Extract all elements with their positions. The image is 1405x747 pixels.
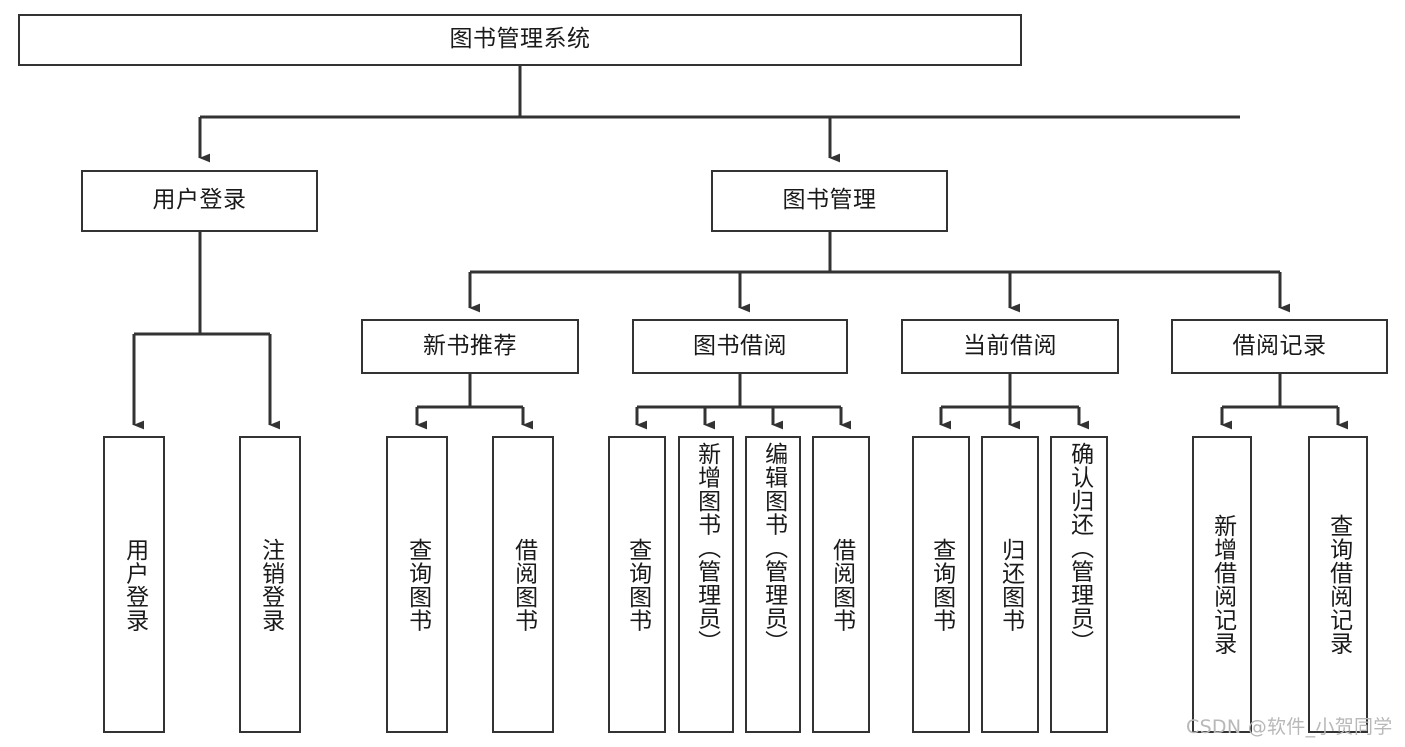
node-leaf-query-book-2-label: 查询图书 [624,537,651,632]
node-leaf-return-book[interactable]: 归还图书 [981,436,1039,733]
node-leaf-query-book-1[interactable]: 查询图书 [386,436,448,733]
node-leaf-borrow-book-1-label: 借阅图书 [510,537,537,632]
node-root-label: 图书管理系统 [449,26,591,53]
node-book-borrow-label: 图书借阅 [693,332,787,359]
node-user-login[interactable]: 用户登录 [81,170,318,232]
node-current-borrow[interactable]: 当前借阅 [901,319,1119,374]
node-new-book-rec-label: 新书推荐 [423,332,517,359]
node-root[interactable]: 图书管理系统 [18,14,1022,66]
node-user-login-label: 用户登录 [152,187,247,214]
node-leaf-add-book-label: 新增图书（管理员） [693,442,720,654]
node-leaf-user-login[interactable]: 用户登录 [103,436,165,733]
node-leaf-query-record-label: 查询借阅记录 [1325,514,1352,655]
node-new-book-rec[interactable]: 新书推荐 [361,319,579,374]
node-leaf-borrow-book-2-label: 借阅图书 [828,537,855,632]
node-leaf-borrow-book-2[interactable]: 借阅图书 [812,436,870,733]
node-leaf-query-record[interactable]: 查询借阅记录 [1308,436,1368,733]
node-leaf-add-record-label: 新增借阅记录 [1209,514,1236,655]
node-leaf-query-book-2[interactable]: 查询图书 [608,436,666,733]
node-leaf-add-book[interactable]: 新增图书（管理员） [678,436,734,733]
node-leaf-return-book-label: 归还图书 [997,537,1024,632]
node-leaf-query-book-1-label: 查询图书 [404,537,431,632]
node-leaf-query-book-3-label: 查询图书 [928,537,955,632]
node-leaf-logout-label: 注销登录 [257,537,284,632]
node-leaf-edit-book-label: 编辑图书（管理员） [760,442,787,654]
node-leaf-confirm-return[interactable]: 确认归还（管理员） [1050,436,1108,733]
node-borrow-record-label: 借阅记录 [1232,332,1327,359]
node-book-borrow[interactable]: 图书借阅 [632,319,848,374]
node-current-borrow-label: 当前借阅 [963,332,1057,359]
node-book-manage[interactable]: 图书管理 [711,170,948,232]
node-borrow-record[interactable]: 借阅记录 [1171,319,1388,374]
node-book-manage-label: 图书管理 [782,187,877,214]
node-leaf-query-book-3[interactable]: 查询图书 [912,436,970,733]
node-leaf-borrow-book-1[interactable]: 借阅图书 [492,436,554,733]
node-leaf-user-login-label: 用户登录 [121,537,148,632]
node-leaf-add-record[interactable]: 新增借阅记录 [1192,436,1252,733]
node-leaf-logout[interactable]: 注销登录 [239,436,301,733]
node-leaf-confirm-return-label: 确认归还（管理员） [1066,442,1093,654]
node-leaf-edit-book[interactable]: 编辑图书（管理员） [745,436,801,733]
